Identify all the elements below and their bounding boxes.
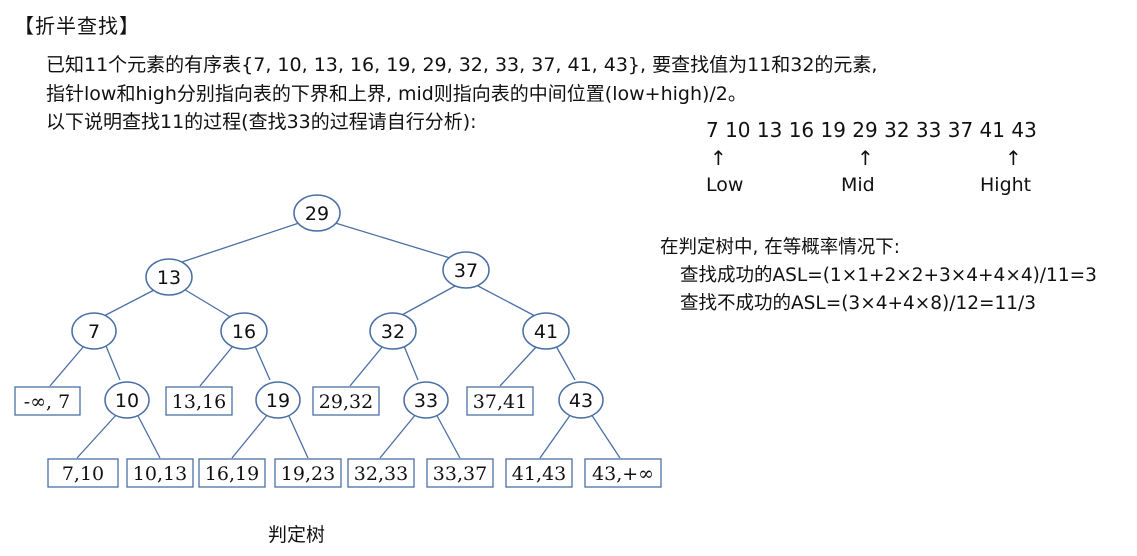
leaf-label: 32,33 bbox=[354, 463, 408, 485]
tree-node-37: 37 bbox=[442, 251, 490, 289]
leaf-label: 19,23 bbox=[281, 463, 335, 485]
tree-leaf-16-19: 16,19 bbox=[198, 458, 266, 488]
tree-node-43: 43 bbox=[558, 381, 604, 419]
decision-tree: 29 13 37 7 16 32 41 10 19 33 43 -∞, 7 13… bbox=[14, 194, 662, 488]
node-label: 16 bbox=[232, 321, 256, 343]
edge bbox=[287, 413, 309, 459]
node-label: 37 bbox=[454, 260, 478, 282]
tree-node-29: 29 bbox=[293, 194, 341, 232]
node-label: 10 bbox=[115, 390, 139, 412]
high-pointer-label: Hight bbox=[980, 174, 1032, 196]
tree-leaf-33-37: 33,37 bbox=[426, 458, 494, 488]
node-label: 32 bbox=[381, 321, 405, 343]
tree-leaf-41-43: 41,43 bbox=[505, 458, 573, 488]
edge bbox=[399, 285, 456, 317]
asl-heading: 在判定树中, 在等概率情况下: bbox=[660, 237, 900, 258]
tree-caption: 判定树 bbox=[268, 524, 326, 546]
leaf-label: 29,32 bbox=[319, 391, 373, 413]
intro-line-1: 已知11个元素的有序表{7, 10, 13, 16, 19, 29, 32, 3… bbox=[46, 54, 878, 76]
low-arrow-icon: ↑ bbox=[710, 146, 727, 170]
asl-fail-formula: 查找不成功的ASL=(3×4+4×8)/12=11/3 bbox=[680, 293, 1037, 314]
low-pointer-label: Low bbox=[706, 174, 744, 196]
node-label: 41 bbox=[534, 321, 558, 343]
edge bbox=[76, 413, 118, 459]
tree-leaf-43-pos-inf: 43,+∞ bbox=[584, 458, 662, 488]
mid-arrow-icon: ↑ bbox=[857, 146, 874, 170]
mid-pointer-label: Mid bbox=[841, 174, 875, 196]
tree-node-33: 33 bbox=[403, 381, 449, 419]
tree-node-16: 16 bbox=[220, 312, 268, 350]
tree-leaf-10-13: 10,13 bbox=[126, 458, 194, 488]
asl-success-formula: 查找成功的ASL=(1×1+2×2+3×4+4×4)/11=3 bbox=[680, 265, 1097, 286]
section-title: 【折半查找】 bbox=[14, 14, 140, 38]
tree-leaf-29-32: 29,32 bbox=[312, 386, 380, 416]
leaf-label: 16,19 bbox=[205, 463, 259, 485]
intro-line-3: 以下说明查找11的过程(查找33的过程请自行分析): bbox=[46, 111, 477, 133]
tree-edges bbox=[49, 221, 621, 459]
edge bbox=[136, 413, 161, 459]
tree-node-41: 41 bbox=[522, 312, 570, 350]
high-arrow-icon: ↑ bbox=[1005, 146, 1022, 170]
node-label: 33 bbox=[414, 390, 438, 412]
edge bbox=[349, 345, 384, 387]
leaf-label: 7,10 bbox=[62, 463, 104, 485]
edge bbox=[99, 287, 159, 319]
edge bbox=[477, 285, 536, 317]
edge bbox=[331, 221, 451, 259]
tree-node-19: 19 bbox=[255, 381, 301, 419]
edge bbox=[590, 413, 621, 459]
edge bbox=[555, 345, 576, 381]
intro-line-2: 指针low和high分别指向表的下界和上界, mid则指向表的中间位置(low+… bbox=[46, 83, 747, 105]
leaf-label: 33,37 bbox=[433, 463, 487, 485]
tree-leaf-neg-inf-7: -∞, 7 bbox=[14, 386, 81, 416]
tree-leaf-7-10: 7,10 bbox=[47, 458, 119, 488]
leaf-label: -∞, 7 bbox=[24, 391, 70, 413]
edge bbox=[199, 345, 234, 387]
edge bbox=[254, 345, 271, 381]
tree-node-10: 10 bbox=[104, 381, 150, 419]
edge bbox=[499, 345, 538, 387]
leaf-label: 43,+∞ bbox=[592, 463, 654, 485]
tree-leaf-32-33: 32,33 bbox=[347, 458, 415, 488]
leaf-label: 37,41 bbox=[473, 391, 527, 413]
edge bbox=[379, 413, 417, 459]
leaf-label: 10,13 bbox=[133, 463, 187, 485]
sorted-sequence: 7 10 13 16 19 29 32 33 37 41 43 bbox=[706, 118, 1037, 142]
edge bbox=[105, 345, 121, 381]
edge bbox=[181, 221, 303, 263]
tree-node-13: 13 bbox=[145, 258, 193, 296]
leaf-label: 41,43 bbox=[512, 463, 566, 485]
tree-node-32: 32 bbox=[369, 312, 417, 350]
node-label: 29 bbox=[305, 203, 329, 225]
node-label: 7 bbox=[88, 321, 100, 343]
node-label: 13 bbox=[157, 267, 181, 289]
tree-leaf-19-23: 19,23 bbox=[274, 458, 342, 488]
edge bbox=[403, 345, 419, 381]
edge bbox=[539, 413, 572, 459]
tree-leaf-13-16: 13,16 bbox=[165, 386, 233, 416]
edge bbox=[231, 413, 269, 459]
node-label: 43 bbox=[569, 390, 593, 412]
edge bbox=[49, 345, 85, 387]
tree-leaf-37-41: 37,41 bbox=[466, 386, 534, 416]
node-label: 19 bbox=[266, 390, 290, 412]
edge bbox=[435, 413, 461, 459]
edge bbox=[181, 287, 233, 319]
tree-node-7: 7 bbox=[71, 312, 117, 350]
leaf-label: 13,16 bbox=[172, 391, 226, 413]
